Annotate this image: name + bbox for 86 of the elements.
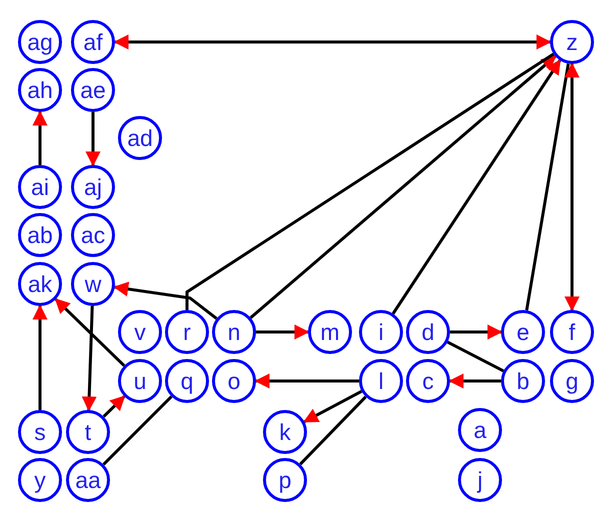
node-circle: [118, 359, 162, 403]
node-circle: [359, 310, 403, 354]
arrow: [392, 59, 562, 314]
node-circle: [308, 310, 352, 354]
node-label: a: [474, 418, 486, 442]
node-circle: [263, 458, 307, 502]
node-circle: [550, 310, 594, 354]
arrow: [114, 34, 552, 50]
node-circle: [165, 359, 209, 403]
node-circle: [406, 310, 450, 354]
arrow: [82, 306, 97, 412]
node-circle: [18, 165, 62, 209]
arrow: [448, 374, 501, 388]
node-label: m: [320, 320, 340, 344]
arrow: [113, 282, 218, 320]
node-label: p: [278, 468, 292, 492]
node-label: g: [566, 370, 578, 392]
node-label: ak: [28, 272, 52, 296]
node-circle: [71, 213, 115, 257]
node-label: ah: [27, 78, 53, 102]
node-circle: [71, 20, 115, 64]
node-circle: [71, 165, 115, 209]
node-circle: [458, 458, 502, 502]
node-circle: [18, 458, 62, 502]
node-label: q: [180, 370, 194, 392]
node-circle: [165, 310, 209, 354]
node-circle: [71, 68, 115, 112]
node-circle: [212, 310, 256, 354]
arrow: [86, 112, 100, 166]
node-label: s: [34, 420, 46, 444]
node-label: i: [378, 320, 384, 344]
node-circle: [458, 408, 502, 452]
node-circle: [118, 310, 162, 354]
node-label: d: [422, 320, 434, 344]
node-circle: [501, 310, 545, 354]
node-label: ab: [27, 224, 53, 246]
node-circle: [18, 68, 62, 112]
node-circle: [263, 410, 307, 454]
node-circle: [212, 359, 256, 403]
node-circle: [359, 359, 403, 403]
node-circle: [66, 458, 110, 502]
node-label: t: [84, 420, 92, 444]
node-circle: [501, 359, 545, 403]
node-label: ad: [127, 126, 153, 150]
node-label: j: [477, 468, 483, 492]
node-circle: [18, 213, 62, 257]
node-circle: [66, 410, 110, 454]
node-circle: [550, 359, 594, 403]
node-label: l: [378, 370, 384, 392]
node-label: y: [34, 468, 46, 492]
node-label: ai: [31, 176, 49, 198]
node-label: aa: [75, 468, 101, 492]
node-label: f: [568, 320, 576, 344]
node-label: v: [134, 320, 146, 344]
arrow: [254, 374, 359, 388]
node-label: ae: [80, 78, 106, 102]
node-circle: [18, 410, 62, 454]
node-circle: [118, 116, 162, 160]
node-circle: [406, 359, 450, 403]
node-label: n: [228, 320, 240, 344]
node-label: r: [183, 320, 191, 344]
node-label: c: [422, 370, 434, 392]
node-label: z: [566, 30, 578, 54]
node-label: ac: [80, 224, 106, 246]
node-circle: [18, 20, 62, 64]
arrow: [250, 55, 556, 319]
node-label: o: [228, 370, 240, 392]
node-label: u: [134, 370, 146, 392]
arrow: [564, 62, 580, 312]
node-label: aj: [84, 176, 102, 198]
node-circle: [18, 262, 62, 306]
arrow: [32, 304, 48, 410]
node-label: k: [279, 420, 291, 444]
node-label: b: [516, 370, 530, 392]
node-label: w: [84, 272, 102, 296]
node-label: ag: [27, 30, 53, 54]
arrow: [256, 324, 310, 340]
arrow: [54, 298, 126, 367]
arrow: [102, 395, 126, 418]
node-label: e: [516, 320, 530, 344]
arrow: [450, 324, 502, 340]
node-circle: [550, 20, 594, 64]
arrow: [32, 110, 48, 165]
node-label: af: [83, 30, 103, 54]
arrow: [303, 390, 362, 423]
node-circle: [71, 262, 115, 306]
